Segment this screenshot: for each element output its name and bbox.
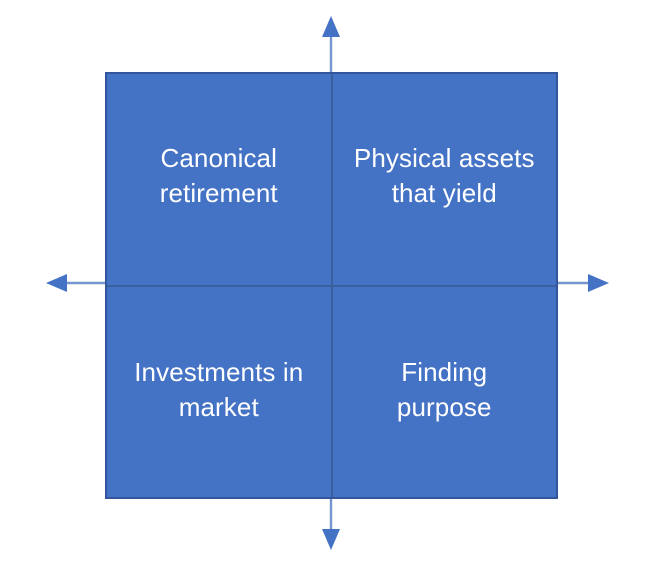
quadrant-bottom-left[interactable]: Investments in market (107, 285, 332, 497)
quadrant-bottom-right-label: Finding purpose (396, 356, 492, 422)
quadrant-top-left-label: Canonical retirement (159, 143, 278, 209)
arrow-right-head (588, 274, 609, 292)
arrow-left-head (46, 274, 67, 292)
quadrant-box: Canonical retirement Physical assets tha… (105, 72, 558, 499)
quadrant-top-left[interactable]: Canonical retirement (107, 74, 332, 286)
arrow-down-head (322, 529, 340, 550)
quadrant-top-right[interactable]: Physical assets that yield (331, 74, 556, 286)
quadrant-bottom-left-label: Investments in market (134, 356, 304, 422)
quadrant-bottom-right[interactable]: Finding purpose (331, 285, 556, 497)
arrow-up-head (322, 16, 340, 37)
quadrant-top-right-label: Physical assets that yield (353, 143, 535, 209)
